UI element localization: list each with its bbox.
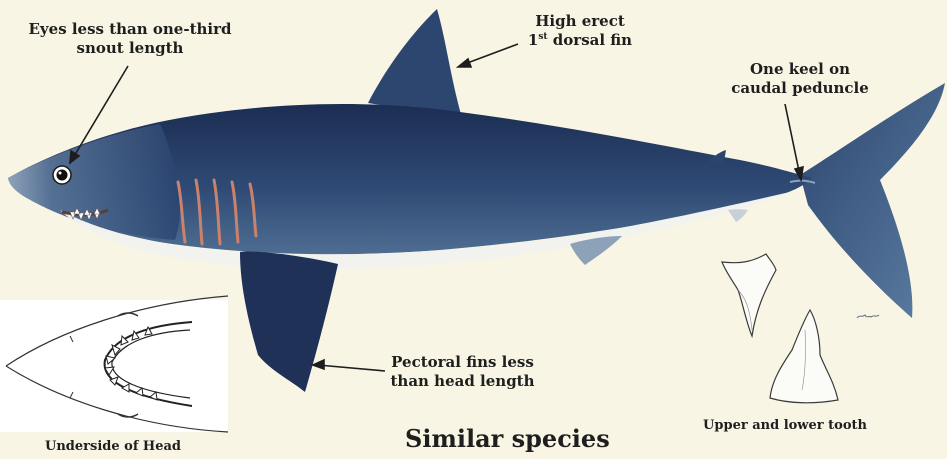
first-dorsal-fin [368,9,462,118]
underside-caption: Underside of Head [18,439,208,455]
lower-tooth [770,310,838,403]
dorsal-annotation-line1: High erect [505,12,655,31]
pectoral-fin [240,252,338,392]
anal-fin [728,209,748,222]
artist-signature [857,315,879,318]
arrow-keel [785,104,800,176]
pectoral-annotation: Pectoral fins less than head length [370,353,555,391]
caudal-fin [800,83,945,318]
dorsal-number: 1 [528,31,538,49]
snout-shading [8,124,180,240]
dorsal-annotation: High erect 1st dorsal fin [505,12,655,50]
keel-annotation-line2: caudal peduncle [715,79,885,98]
upper-tooth [722,254,776,336]
pectoral-annotation-line1: Pectoral fins less [370,353,555,372]
eyes-annotation-line2: snout length [10,39,250,58]
dorsal-superscript: st [538,32,547,42]
dorsal-rest: dorsal fin [548,31,633,49]
keel-annotation-line1: One keel on [715,60,885,79]
similar-species-heading[interactable]: Similar species [405,424,605,454]
underside-head-diagram [0,296,228,432]
pectoral-annotation-line2: than head length [370,372,555,391]
dorsal-annotation-line2: 1st dorsal fin [505,31,655,50]
teeth-caption: Upper and lower tooth [680,418,890,434]
eyes-annotation-line1: Eyes less than one-third [10,20,250,39]
eyes-annotation: Eyes less than one-third snout length [10,20,250,58]
keel-annotation: One keel on caudal peduncle [715,60,885,98]
